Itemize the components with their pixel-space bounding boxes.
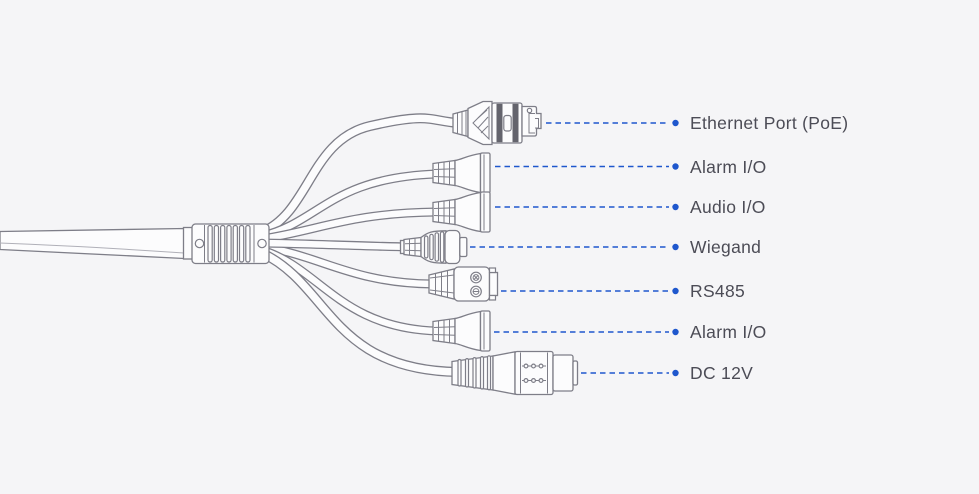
screw-terminal-bottom <box>470 285 482 298</box>
leader-dot-wiegand <box>672 243 679 251</box>
wiegand-connector <box>399 229 468 265</box>
leader-dot-ethernet <box>672 119 679 127</box>
cable-gland-junction <box>182 223 270 265</box>
leader-dot-alarm-io-1 <box>672 163 679 170</box>
leader-lines <box>470 119 679 377</box>
rj45-plug <box>521 105 542 137</box>
branch-cables <box>259 113 459 377</box>
dc-12v-connector <box>451 350 579 396</box>
rs485-connector <box>428 266 499 302</box>
gland-screw-left <box>194 238 205 249</box>
leader-dot-alarm-io-2 <box>672 328 679 336</box>
leader-dot-audio-io <box>672 203 679 211</box>
main-cable <box>0 227 185 260</box>
gland-screw-right <box>257 238 267 249</box>
audio-io-connector <box>432 191 491 233</box>
screw-terminal-top <box>470 271 482 284</box>
leader-dot-rs485 <box>672 287 679 295</box>
alarm-io-connector-1 <box>432 152 491 194</box>
ethernet-connector <box>452 100 542 146</box>
leader-dot-dc-12v <box>672 369 679 377</box>
alarm-io-connector-2 <box>432 310 491 352</box>
